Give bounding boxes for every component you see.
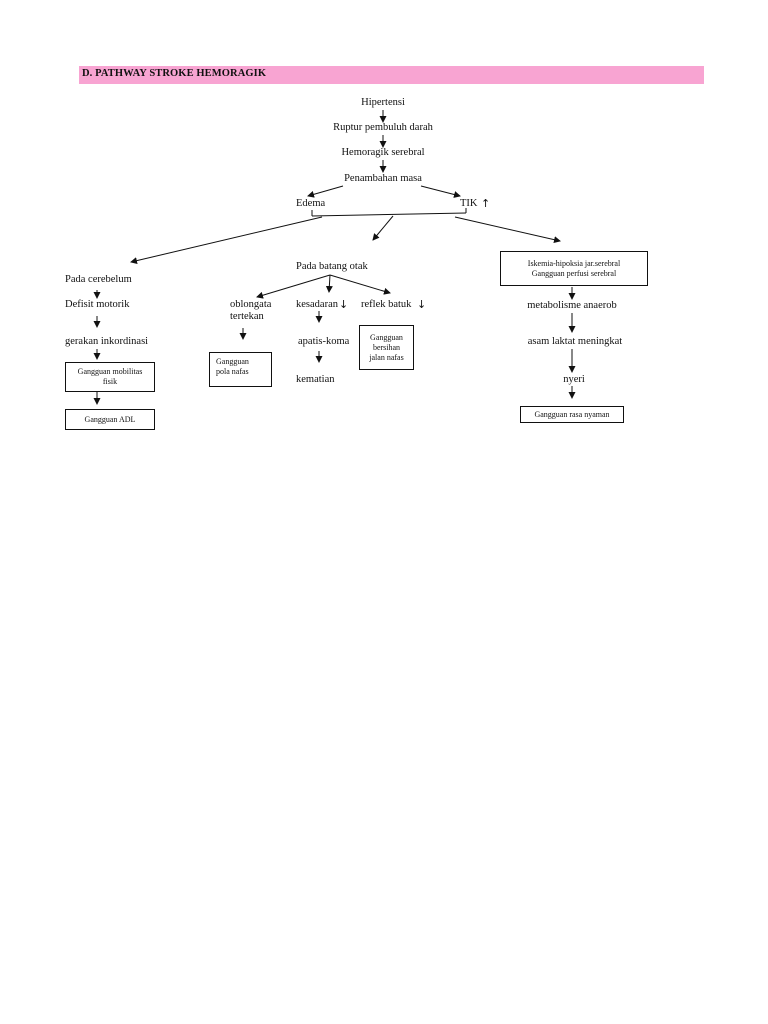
arrow-to-batang-otak (372, 215, 394, 241)
arrow-to-cerebelum (130, 216, 323, 265)
section-header-bar: D. PATHWAY STROKE HEMORAGIK (79, 66, 704, 84)
node-metabolisme-anaerob: metabolisme anaerob (527, 300, 617, 311)
kesadaran-decrease-arrow-icon: ↓ (339, 298, 349, 311)
node-ruptur-pembuluh-darah: Ruptur pembuluh darah (333, 122, 433, 133)
section-title: D. PATHWAY STROKE HEMORAGIK (82, 68, 267, 79)
box-iskemia-gangguan-perfusi-serebral: Iskemia-hipoksia jar.serebral Gangguan p… (500, 251, 648, 286)
node-asam-laktat-meningkat: asam laktat meningkat (527, 336, 623, 347)
box-gangguan-adl: Gangguan ADL (65, 409, 155, 430)
node-defisit-motorik: Defisit motorik (65, 299, 130, 310)
box-gangguan-rasa-nyaman: Gangguan rasa nyaman (520, 406, 624, 423)
node-pada-batang-otak: Pada batang otak (296, 261, 368, 272)
node-tik: TIK (460, 198, 478, 209)
bracket-join (311, 212, 467, 217)
node-reflek-batuk: reflek batuk (361, 299, 412, 310)
box-gangguan-mobilitas-fisik-label: Gangguan mobilitas fisik (77, 367, 143, 386)
reflek-batuk-decrease-arrow-icon: ↓ (417, 298, 427, 311)
node-apatis-koma: apatis-koma (298, 336, 350, 347)
arrow-batang-kesadaran (325, 274, 333, 293)
node-gerakan-inkordinasi: gerakan inkordinasi (65, 336, 149, 347)
box-iskemia-gangguan-perfusi-serebral-label: Iskemia-hipoksia jar.serebral Gangguan p… (527, 258, 621, 278)
node-hipertensi: Hipertensi (361, 97, 405, 108)
arrow-penambahan-tik (420, 185, 461, 198)
arrow-batang-reflek (329, 274, 391, 295)
tik-increase-arrow-icon: ↑ (481, 197, 491, 210)
box-gangguan-bersihan-jalan-nafas-label: Gangguan bersihan jalan nafas (369, 332, 404, 362)
node-oblongata-tertekan: oblongata tertekan (230, 299, 272, 322)
box-gangguan-adl-label: Gangguan ADL (84, 414, 136, 424)
node-kesadaran: kesadaran (296, 299, 338, 310)
box-gangguan-rasa-nyaman-label: Gangguan rasa nyaman (534, 409, 610, 419)
node-edema: Edema (296, 198, 326, 209)
box-gangguan-pola-nafas-label: Gangguan pola nafas (216, 357, 249, 376)
node-kematian: kematian (296, 374, 335, 385)
arrow-penambahan-edema (307, 185, 344, 198)
arrow-to-iskemia (454, 216, 561, 244)
box-gangguan-mobilitas-fisik: Gangguan mobilitas fisik (65, 362, 155, 392)
arrow-batang-oblongata (256, 274, 331, 299)
box-gangguan-pola-nafas: Gangguan pola nafas (209, 352, 272, 387)
box-gangguan-bersihan-jalan-nafas: Gangguan bersihan jalan nafas (359, 325, 414, 370)
node-pada-cerebelum: Pada cerebelum (65, 274, 132, 285)
node-penambahan-masa: Penambahan masa (344, 173, 422, 184)
node-nyeri: nyeri (563, 374, 585, 385)
node-hemoragik-serebral: Hemoragik serebral (341, 147, 425, 158)
